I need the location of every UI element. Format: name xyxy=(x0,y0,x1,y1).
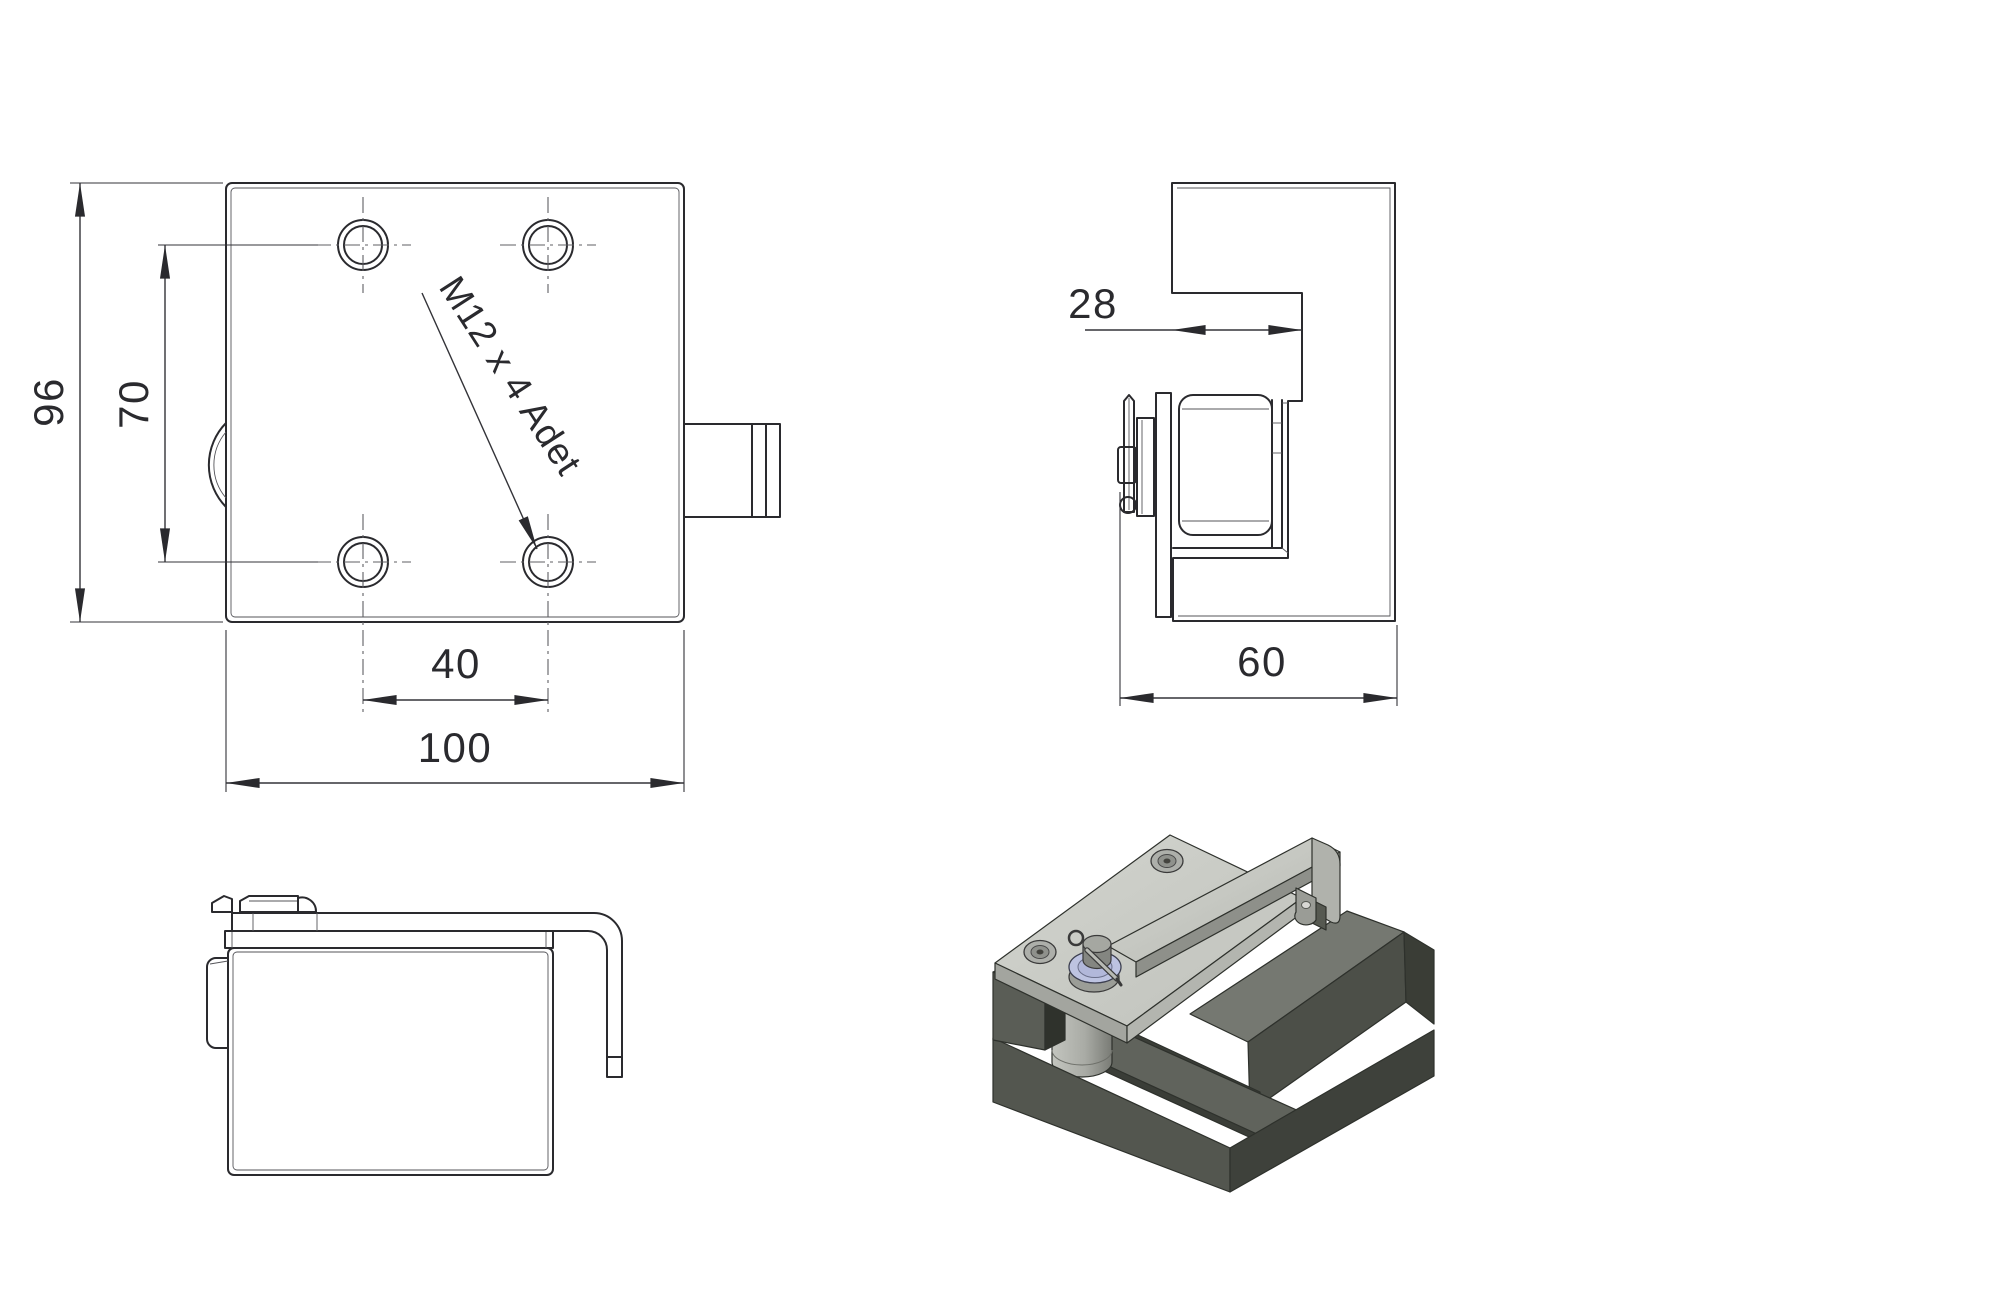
dim-70-label: 70 xyxy=(110,379,157,429)
iso-view xyxy=(992,834,1435,1193)
front-view-top-flange xyxy=(224,930,554,949)
dim-96-label: 96 xyxy=(25,377,72,427)
hole-top-left xyxy=(315,197,411,293)
hole-top-right xyxy=(500,197,596,293)
dimension-96: 96 xyxy=(25,182,223,623)
dim-100-label: 100 xyxy=(418,724,493,771)
top-view: 96 70 40 100 M12 x 4 Adet xyxy=(25,182,781,792)
dimension-100: 100 xyxy=(225,630,685,792)
pin-hardware xyxy=(1117,394,1155,517)
hole-bottom-right xyxy=(500,514,596,712)
front-view-bracket-arm xyxy=(231,912,623,1078)
front-view xyxy=(206,895,623,1176)
bracket-plate-edge xyxy=(1155,392,1172,618)
hole-bottom-left xyxy=(315,514,411,712)
dimension-60: 60 xyxy=(1119,492,1398,706)
top-view-holes xyxy=(315,197,596,712)
dim-60-label: 60 xyxy=(1237,638,1287,685)
roller-profile xyxy=(1178,394,1273,536)
dimension-70: 70 xyxy=(110,244,318,563)
side-view: 28 60 xyxy=(1068,182,1398,706)
top-view-plate-outline xyxy=(207,182,781,623)
screw-front xyxy=(1023,939,1057,965)
cotter-pin-ring xyxy=(1067,929,1085,947)
dim-28-label: 28 xyxy=(1068,280,1118,327)
front-view-top-hardware xyxy=(211,895,318,913)
side-view-block-outline xyxy=(1171,182,1396,622)
thread-note-leader: M12 x 4 Adet xyxy=(421,269,590,550)
dim-40-label: 40 xyxy=(431,640,481,687)
iso-washer-bolt xyxy=(1067,929,1123,993)
front-view-block xyxy=(206,947,554,1176)
dimension-40: 40 xyxy=(363,640,548,706)
thread-note-label: M12 x 4 Adet xyxy=(431,269,590,483)
dimension-28: 28 xyxy=(1068,280,1302,336)
iso-hook-strip xyxy=(1107,837,1341,978)
bolt-head xyxy=(1082,934,1112,954)
side-view-mechanism xyxy=(1117,392,1288,618)
screw-back xyxy=(1150,848,1184,874)
